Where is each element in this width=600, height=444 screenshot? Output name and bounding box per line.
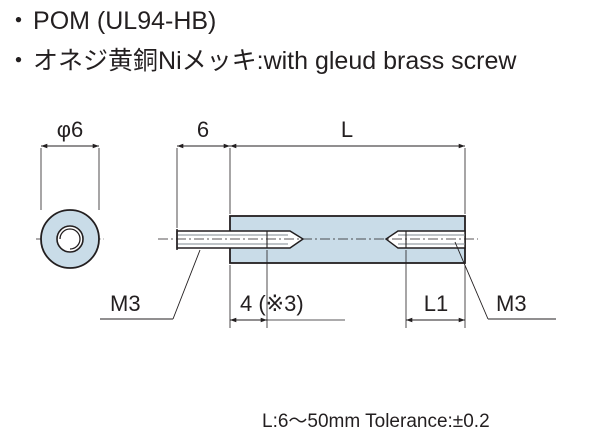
male-thread-leader — [172, 249, 201, 320]
male-screw — [176, 230, 305, 249]
material-spec: ・POM (UL94-HB) — [6, 6, 216, 36]
end-view: φ6 — [36, 117, 104, 269]
material-bullet: ・ — [6, 7, 32, 35]
male-thread-label: M3 — [110, 291, 141, 316]
side-view: 6 L 4 (※3) L1 M3 M3 — [100, 117, 556, 328]
female-thread-label: M3 — [496, 291, 527, 316]
material-text: POM (UL94-HB) — [33, 7, 217, 35]
screw-spec: ・オネジ黄銅Niメッキ:with gleud brass screw — [6, 46, 516, 76]
body-length-label: L — [341, 117, 353, 142]
tolerance-note: Tolerance:±0.2 — [365, 411, 490, 432]
screw-bullet: ・ — [6, 47, 32, 75]
female-thread-hole — [384, 230, 466, 249]
length-range-note: L:6～50mm — [262, 411, 361, 432]
end-view-hole-circle — [56, 225, 84, 253]
female-thread-leader — [454, 241, 489, 320]
end-view-thread-arc — [59, 228, 81, 250]
dimension-note: L:6～50mm Tolerance:±0.2 — [262, 410, 490, 434]
diameter-label: φ6 — [57, 117, 84, 142]
thread-length-label: 4 (※3) — [240, 291, 304, 316]
male-length-label: 6 — [197, 117, 209, 142]
female-depth-label: L1 — [424, 291, 448, 316]
screw-text: オネジ黄銅Niメッキ:with gleud brass screw — [33, 47, 517, 75]
